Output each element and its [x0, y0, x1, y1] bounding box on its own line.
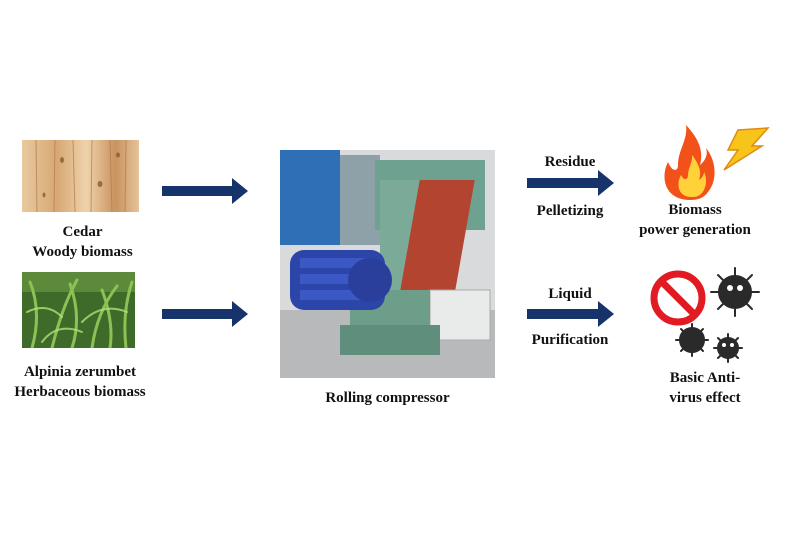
power-line2: power generation [639, 222, 751, 238]
liquid-label: Liquid [548, 286, 592, 302]
rolling-compressor-image [280, 150, 495, 378]
arrow-alpinia-to-compressor [162, 301, 248, 327]
purification-label: Purification [531, 332, 609, 348]
anti-virus-label: Basic Anti- virus effect [640, 368, 770, 408]
alpinia-name: Alpinia zerumbet [23, 364, 137, 380]
compressor-label: Rolling compressor [325, 390, 450, 406]
cedar-type: Woody biomass [32, 244, 133, 260]
antivirus-line2: virus effect [669, 390, 741, 406]
arrow-liquid [527, 301, 614, 327]
prohibition-sign-icon [650, 270, 706, 326]
arrow-cedar-to-compressor [162, 178, 248, 204]
cedar-label: Cedar Woody biomass [10, 222, 155, 262]
alpinia-type: Herbaceous biomass [14, 384, 146, 400]
cedar-wood-image [22, 140, 139, 212]
flame-icon [664, 125, 715, 200]
alpinia-plant-image [22, 272, 135, 348]
alpinia-label: Alpinia zerumbet Herbaceous biomass [0, 362, 160, 402]
cedar-name: Cedar [62, 224, 103, 240]
arrow-residue [527, 170, 614, 196]
antivirus-line1: Basic Anti- [669, 370, 741, 386]
residue-label: Residue [544, 154, 596, 170]
power-generation-label: Biomass power generation [615, 200, 775, 240]
virus-icon [675, 267, 760, 363]
power-line1: Biomass [668, 202, 722, 218]
lightning-bolt-icon [723, 127, 770, 171]
pelletizing-label: Pelletizing [536, 203, 604, 219]
